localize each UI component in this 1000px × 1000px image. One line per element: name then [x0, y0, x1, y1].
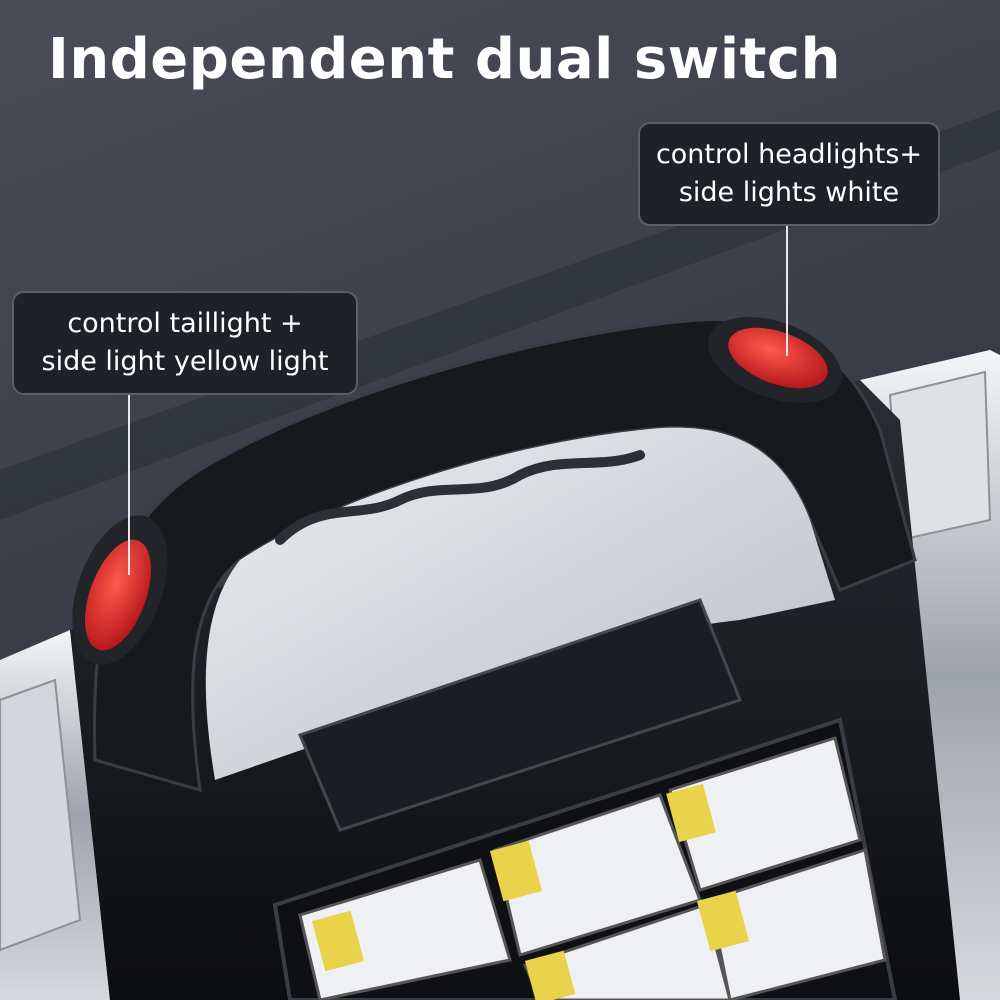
left-end-cap	[0, 630, 110, 1000]
headline: Independent dual switch	[48, 27, 841, 92]
handle-opening	[205, 427, 836, 780]
callout-taillight-line2: side light yellow light	[41, 346, 329, 377]
led-cell	[489, 793, 702, 957]
led-cell	[696, 848, 887, 1000]
led-panel	[272, 717, 898, 1000]
callout-headlights: control headlights+ side lights white	[638, 122, 940, 226]
leader-line-right	[786, 226, 788, 356]
callout-headlights-line2: side lights white	[678, 177, 900, 208]
led-cell	[522, 903, 732, 1000]
callout-taillight-line1: control taillight +	[67, 308, 303, 339]
right-switch	[707, 317, 843, 403]
leader-line-left	[128, 395, 130, 575]
callout-taillight: control taillight + side light yellow li…	[12, 291, 358, 395]
left-switch	[72, 515, 168, 665]
led-cell	[666, 736, 862, 892]
led-cell	[298, 858, 512, 1000]
callout-headlights-line1: control headlights+	[655, 139, 923, 170]
